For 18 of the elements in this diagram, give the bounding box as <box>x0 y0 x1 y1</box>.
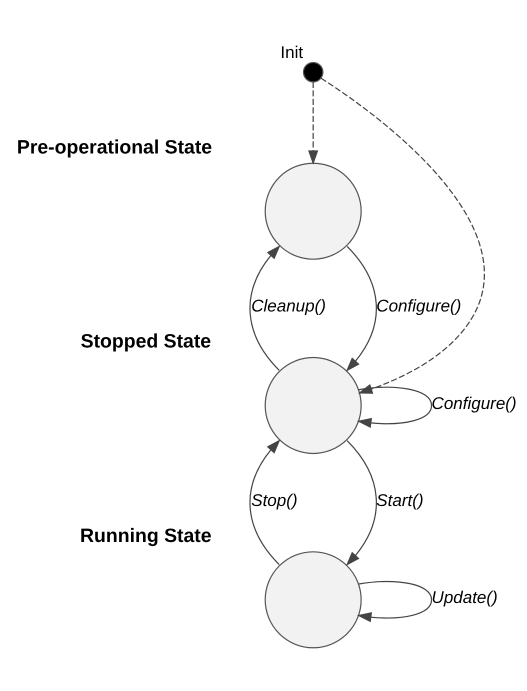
edge-label: Configure() <box>431 393 516 412</box>
arrow <box>356 580 432 622</box>
edge-label: Configure() <box>376 296 461 316</box>
arrow <box>345 440 376 566</box>
edge-label: Update() <box>431 588 498 607</box>
node-label: Pre-operational State <box>16 136 212 158</box>
arrow <box>249 438 280 564</box>
edge-label: Start() <box>376 490 424 510</box>
edge-label: Stop() <box>250 490 298 510</box>
arrow <box>345 246 376 372</box>
node-label: Init <box>280 42 303 62</box>
node-circle <box>302 61 323 82</box>
arrow <box>356 386 432 428</box>
node-label: Running State <box>80 524 212 546</box>
arrow <box>249 244 280 370</box>
node-label: Stopped State <box>80 330 211 352</box>
edge-label: Cleanup() <box>250 296 326 316</box>
arrow <box>308 81 318 164</box>
